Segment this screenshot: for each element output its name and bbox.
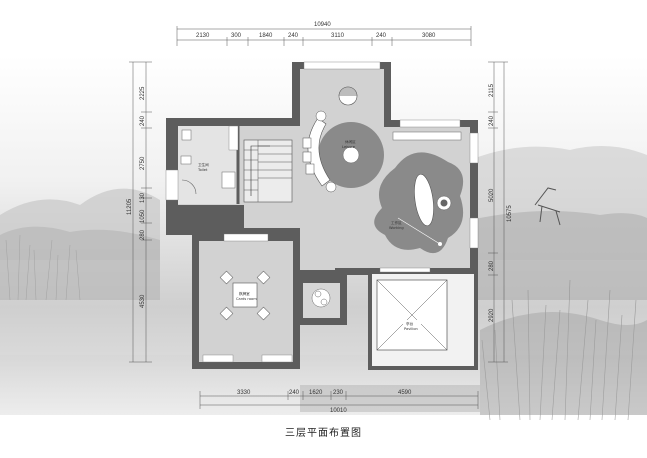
working-label-en: Working bbox=[389, 226, 404, 230]
side-stool bbox=[325, 181, 337, 193]
dim-right-seg: 2920 bbox=[489, 308, 495, 322]
dim-right-seg: 240 bbox=[489, 115, 495, 126]
card-chair bbox=[219, 306, 234, 321]
dim-left-seg: 4530 bbox=[140, 294, 146, 308]
dim-left-seg: 280 bbox=[140, 229, 146, 240]
leisure-area: 休闲区 Leisure bbox=[302, 86, 384, 193]
sofa-cushion bbox=[305, 163, 315, 175]
small-washroom bbox=[311, 288, 331, 308]
dim-top-seg: 240 bbox=[288, 33, 299, 39]
card-table bbox=[232, 282, 258, 308]
staircase bbox=[243, 139, 293, 203]
card-chair bbox=[256, 306, 271, 321]
lounge-chair-silhouette bbox=[534, 187, 561, 226]
dim-right-seg: 5020 bbox=[489, 188, 495, 202]
side-stool bbox=[315, 110, 327, 122]
sofa-cushion bbox=[302, 151, 312, 163]
dim-top-seg: 300 bbox=[231, 33, 242, 39]
dim-left-seg: 130 bbox=[140, 192, 146, 203]
dim-left-seg: 2750 bbox=[140, 156, 146, 170]
card-chair bbox=[219, 270, 234, 285]
leisure-label-en: Leisure bbox=[342, 145, 356, 149]
toilet-room: 卫生间 Toilet bbox=[178, 126, 240, 204]
cards-room: 棋牌室 Cards room bbox=[219, 270, 271, 321]
pavilion-label-zh: 亭台 bbox=[406, 321, 414, 326]
dim-bottom-seg: 1620 bbox=[309, 390, 323, 396]
toilet-door-swing bbox=[181, 179, 197, 195]
leisure-label-zh: 休闲区 bbox=[345, 139, 356, 144]
dim-top-seg: 2130 bbox=[196, 33, 210, 39]
windows bbox=[165, 61, 479, 363]
dim-right-seg: 280 bbox=[489, 260, 495, 271]
dim-left-seg: 240 bbox=[140, 115, 146, 126]
dim-bottom-seg: 230 bbox=[333, 390, 344, 396]
dim-top-seg: 240 bbox=[376, 33, 387, 39]
dim-bottom-seg: 4590 bbox=[398, 390, 412, 396]
floor-lamp-arc bbox=[397, 217, 441, 245]
toilet-fixture bbox=[181, 129, 192, 141]
sink-fixture bbox=[180, 155, 192, 165]
toilet-label-en: Toilet bbox=[197, 168, 208, 172]
dimension-labels: 10940 2130 300 1840 240 3110 240 3080 10… bbox=[127, 22, 513, 414]
pavilion-label-en: Pavilion bbox=[404, 327, 418, 331]
working-area: 工作区 Working bbox=[374, 131, 464, 254]
card-chair bbox=[256, 270, 271, 285]
cards-label-zh: 棋牌室 bbox=[239, 291, 250, 296]
coffee-table bbox=[342, 146, 360, 164]
sofa-cushion bbox=[302, 137, 312, 149]
bookshelf bbox=[392, 131, 462, 141]
dim-left-total: 11205 bbox=[127, 198, 133, 215]
oval-desk bbox=[414, 173, 434, 227]
dim-left-seg: 1050 bbox=[140, 209, 146, 223]
working-label-zh: 工作区 bbox=[391, 220, 402, 225]
dim-right-seg: 2115 bbox=[489, 83, 495, 97]
dim-top-seg: 1840 bbox=[259, 33, 273, 39]
pavilion: 亭台 Pavilion bbox=[372, 274, 474, 366]
dim-bottom-seg: 240 bbox=[289, 390, 300, 396]
dim-bottom-total: 10010 bbox=[330, 408, 347, 414]
toilet-label-zh: 卫生间 bbox=[198, 162, 209, 167]
dim-left-seg: 2225 bbox=[140, 86, 146, 100]
dim-right-total: 10575 bbox=[507, 205, 513, 222]
dim-top-seg: 3080 bbox=[422, 33, 436, 39]
plan-title: 三层平面布置图 bbox=[285, 428, 362, 439]
dim-top-seg: 3110 bbox=[331, 33, 345, 39]
dim-bottom-seg: 3330 bbox=[237, 390, 251, 396]
shower-fixture bbox=[221, 171, 236, 189]
dim-top-total: 10940 bbox=[314, 22, 331, 28]
cards-label-en: Cards room bbox=[236, 297, 257, 301]
dimension-lines bbox=[129, 26, 508, 409]
